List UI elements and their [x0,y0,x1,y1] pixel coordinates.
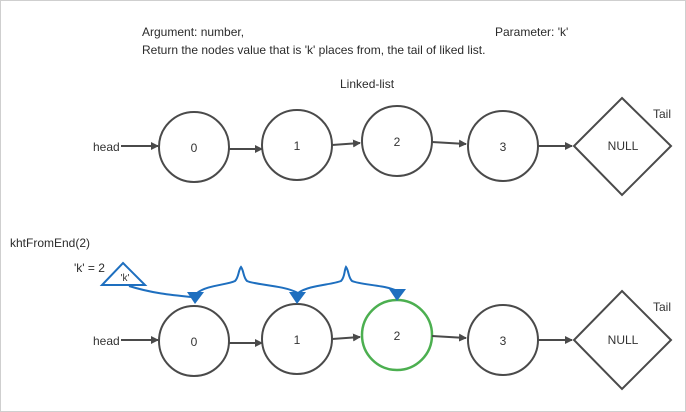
k-pointer-line [128,285,192,298]
null-node-label: NULL [608,139,639,153]
description-text: Return the nodes value that is 'k' place… [142,43,486,57]
bottom-linked-list: head 0 1 2 3 NULL Tail 'k' [93,261,673,391]
node-0-value: 0 [191,335,198,349]
tail-label: Tail [653,300,671,314]
k-value-label: 'k' = 2 [74,261,105,275]
linked-list-title: Linked-list [340,77,395,91]
node-1-value: 1 [294,139,301,153]
function-call-label: khtFromEnd(2) [10,236,91,250]
tail-label: Tail [653,107,671,121]
node-2-value: 2 [394,329,401,343]
step-brace [196,265,299,294]
top-linked-list: head 0 1 2 3 NULL Tail [93,96,673,197]
parameter-label: Parameter: 'k' [495,25,569,39]
next-arrow [331,139,361,148]
node-1-value: 1 [294,333,301,347]
argument-label: Argument: number, [142,25,245,39]
pointer-arrowhead [289,292,306,304]
pointer-arrowhead [389,289,406,301]
node-0-value: 0 [191,141,198,155]
k-marker-label: 'k' [121,273,130,284]
null-node [572,289,673,391]
k-marker-triangle [99,261,148,286]
pointer-arrowhead [187,292,204,304]
step-brace [297,265,398,294]
head-label: head [93,334,120,348]
node-3-value: 3 [500,334,507,348]
next-arrow [431,333,467,342]
node-0 [158,111,230,183]
node-2 [361,105,433,177]
head-label: head [93,140,120,154]
node-0 [158,305,230,377]
null-node [572,96,673,197]
node-2-value: 2 [394,135,401,149]
null-node-label: NULL [608,333,639,347]
node-3-value: 3 [500,140,507,154]
next-arrow [331,333,361,342]
next-arrow [431,139,467,148]
